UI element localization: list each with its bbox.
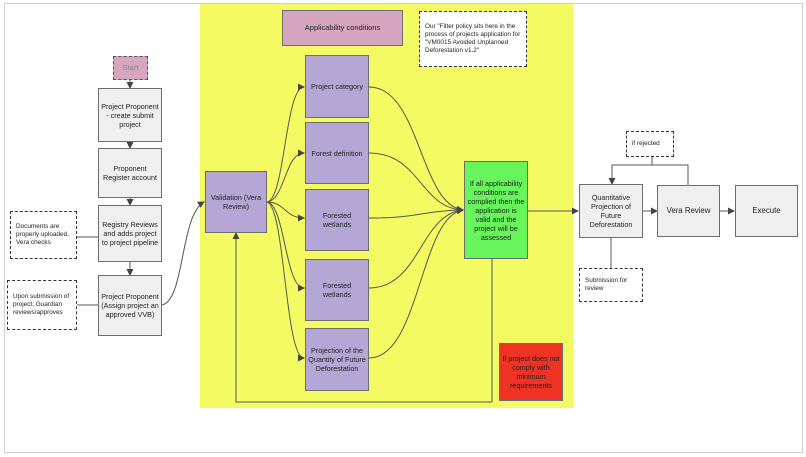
not-comply-node: If project does not comply with minimum … bbox=[499, 343, 563, 401]
if-rejected-note: if rejected bbox=[626, 131, 674, 157]
submission-note: Upon submission of project, Guardian rev… bbox=[7, 280, 77, 330]
arrow-validation-to-projection bbox=[266, 201, 305, 362]
project-proponent-assign-node: Project Proponent (Assign project an app… bbox=[98, 275, 162, 336]
arrow-wetlands2-to-green bbox=[368, 207, 464, 289]
quantitative-projection-node: Quantitative Projection of Future Defore… bbox=[579, 184, 643, 238]
arrow-rejected-loop bbox=[608, 164, 689, 185]
arrow-forest-to-green bbox=[368, 152, 464, 214]
canvas-frame bbox=[4, 3, 803, 453]
proponent-register-node: Proponent Register account bbox=[98, 148, 162, 198]
arrow-validation-to-forest bbox=[266, 149, 305, 203]
submission-for-review-note: Submission for review bbox=[579, 268, 643, 302]
projection-quantity-node: Projection of the Quantity of Future Def… bbox=[305, 328, 369, 391]
vera-review-node: Vera Review bbox=[657, 185, 720, 237]
registry-reviews-node: Registry Reviews and adds project to pro… bbox=[98, 205, 162, 262]
validation-node: Validation (Vera Review) bbox=[205, 171, 267, 233]
arrow-validation-to-category bbox=[266, 83, 305, 203]
forested-wetlands-node-1: Forested wetlands bbox=[305, 189, 369, 251]
forested-wetlands-node-2: Forested wetlands bbox=[305, 259, 369, 321]
forest-definition-node: Forest definition bbox=[305, 122, 369, 184]
applicability-conditions-label: Applicability conditions bbox=[282, 10, 403, 46]
start-node: Start bbox=[113, 56, 148, 80]
execute-node: Execute bbox=[735, 185, 798, 237]
documents-note: Documents are properly uploaded, Vera ch… bbox=[10, 211, 77, 259]
arrow-loop-to-validation bbox=[232, 232, 492, 403]
arrow-category-to-green bbox=[368, 86, 464, 213]
filter-policy-note: Our "Filter policy sits here in the proc… bbox=[419, 11, 527, 67]
project-category-node: Project category bbox=[305, 55, 369, 118]
arrow-wetlands1-to-green bbox=[368, 206, 464, 219]
arrow-projection-to-green bbox=[368, 207, 464, 359]
arrow-validation-to-wetlands2 bbox=[266, 201, 305, 292]
arrow-validation-to-wetlands1 bbox=[266, 201, 305, 222]
project-proponent-submit-node: Project Proponent - create submit projec… bbox=[98, 88, 162, 142]
arrow-assign-to-validation bbox=[161, 201, 205, 306]
all-conditions-node: If all applicability conditions are comp… bbox=[464, 161, 528, 259]
